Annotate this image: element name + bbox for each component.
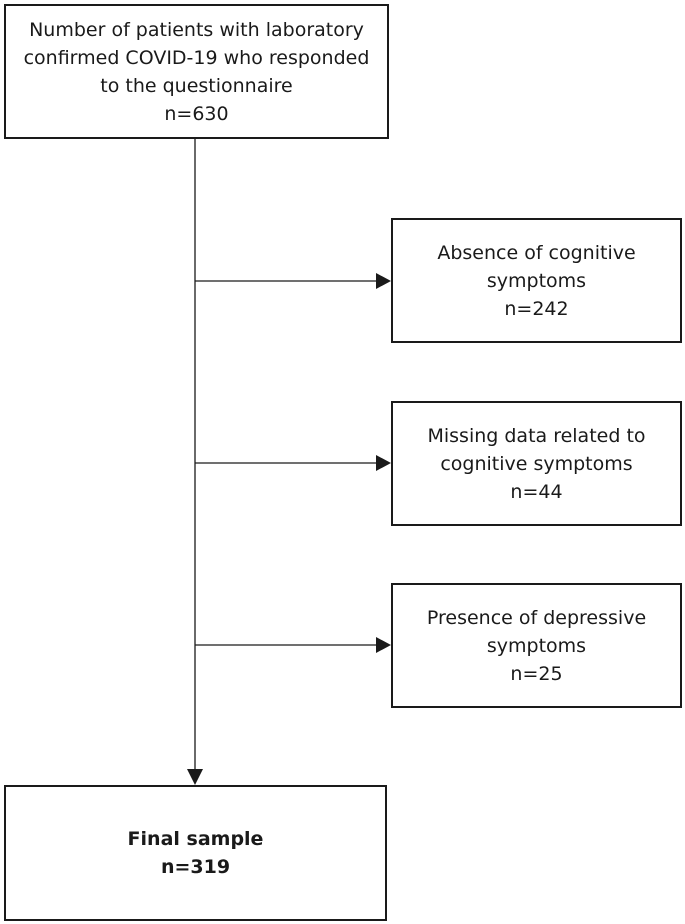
exclusion-box-cognitive-absent: Absence of cognitive symptoms n=242 <box>391 218 682 343</box>
exclusion-box-depressive: Presence of depressive symptoms n=25 <box>391 583 682 708</box>
exclusion-1-line: Absence of cognitive <box>437 241 636 264</box>
source-population-box: Number of patients with laboratory confi… <box>4 4 389 139</box>
final-sample-count: n=319 <box>160 856 231 878</box>
exclusion-3-count: n=25 <box>510 662 563 685</box>
exclusion-2-count: n=44 <box>510 480 563 503</box>
exclusion-3-line: Presence of depressive <box>426 606 647 629</box>
source-box-line: confirmed COVID-19 who responded <box>23 46 370 69</box>
exclusion-1-arrowhead <box>376 273 391 289</box>
exclusion-1-line: symptoms <box>486 269 587 292</box>
source-box-count: n=630 <box>164 102 229 125</box>
exclusion-2-arrowhead <box>376 455 391 471</box>
exclusion-1-count: n=242 <box>504 297 569 320</box>
exclusion-box-missing-data: Missing data related to cognitive sympto… <box>391 401 682 526</box>
exclusion-3-arrowhead <box>376 637 391 653</box>
final-sample-label: Final sample <box>127 828 264 850</box>
final-sample-box: Final sample n=319 <box>4 785 387 921</box>
source-box-line: Number of patients with laboratory <box>29 18 364 41</box>
exclusion-2-line: cognitive symptoms <box>440 452 633 475</box>
exclusion-2-line: Missing data related to <box>427 424 646 447</box>
exclusion-3-line: symptoms <box>486 634 587 657</box>
final-sample-arrowhead <box>187 769 203 785</box>
source-box-line: to the questionnaire <box>100 74 293 97</box>
